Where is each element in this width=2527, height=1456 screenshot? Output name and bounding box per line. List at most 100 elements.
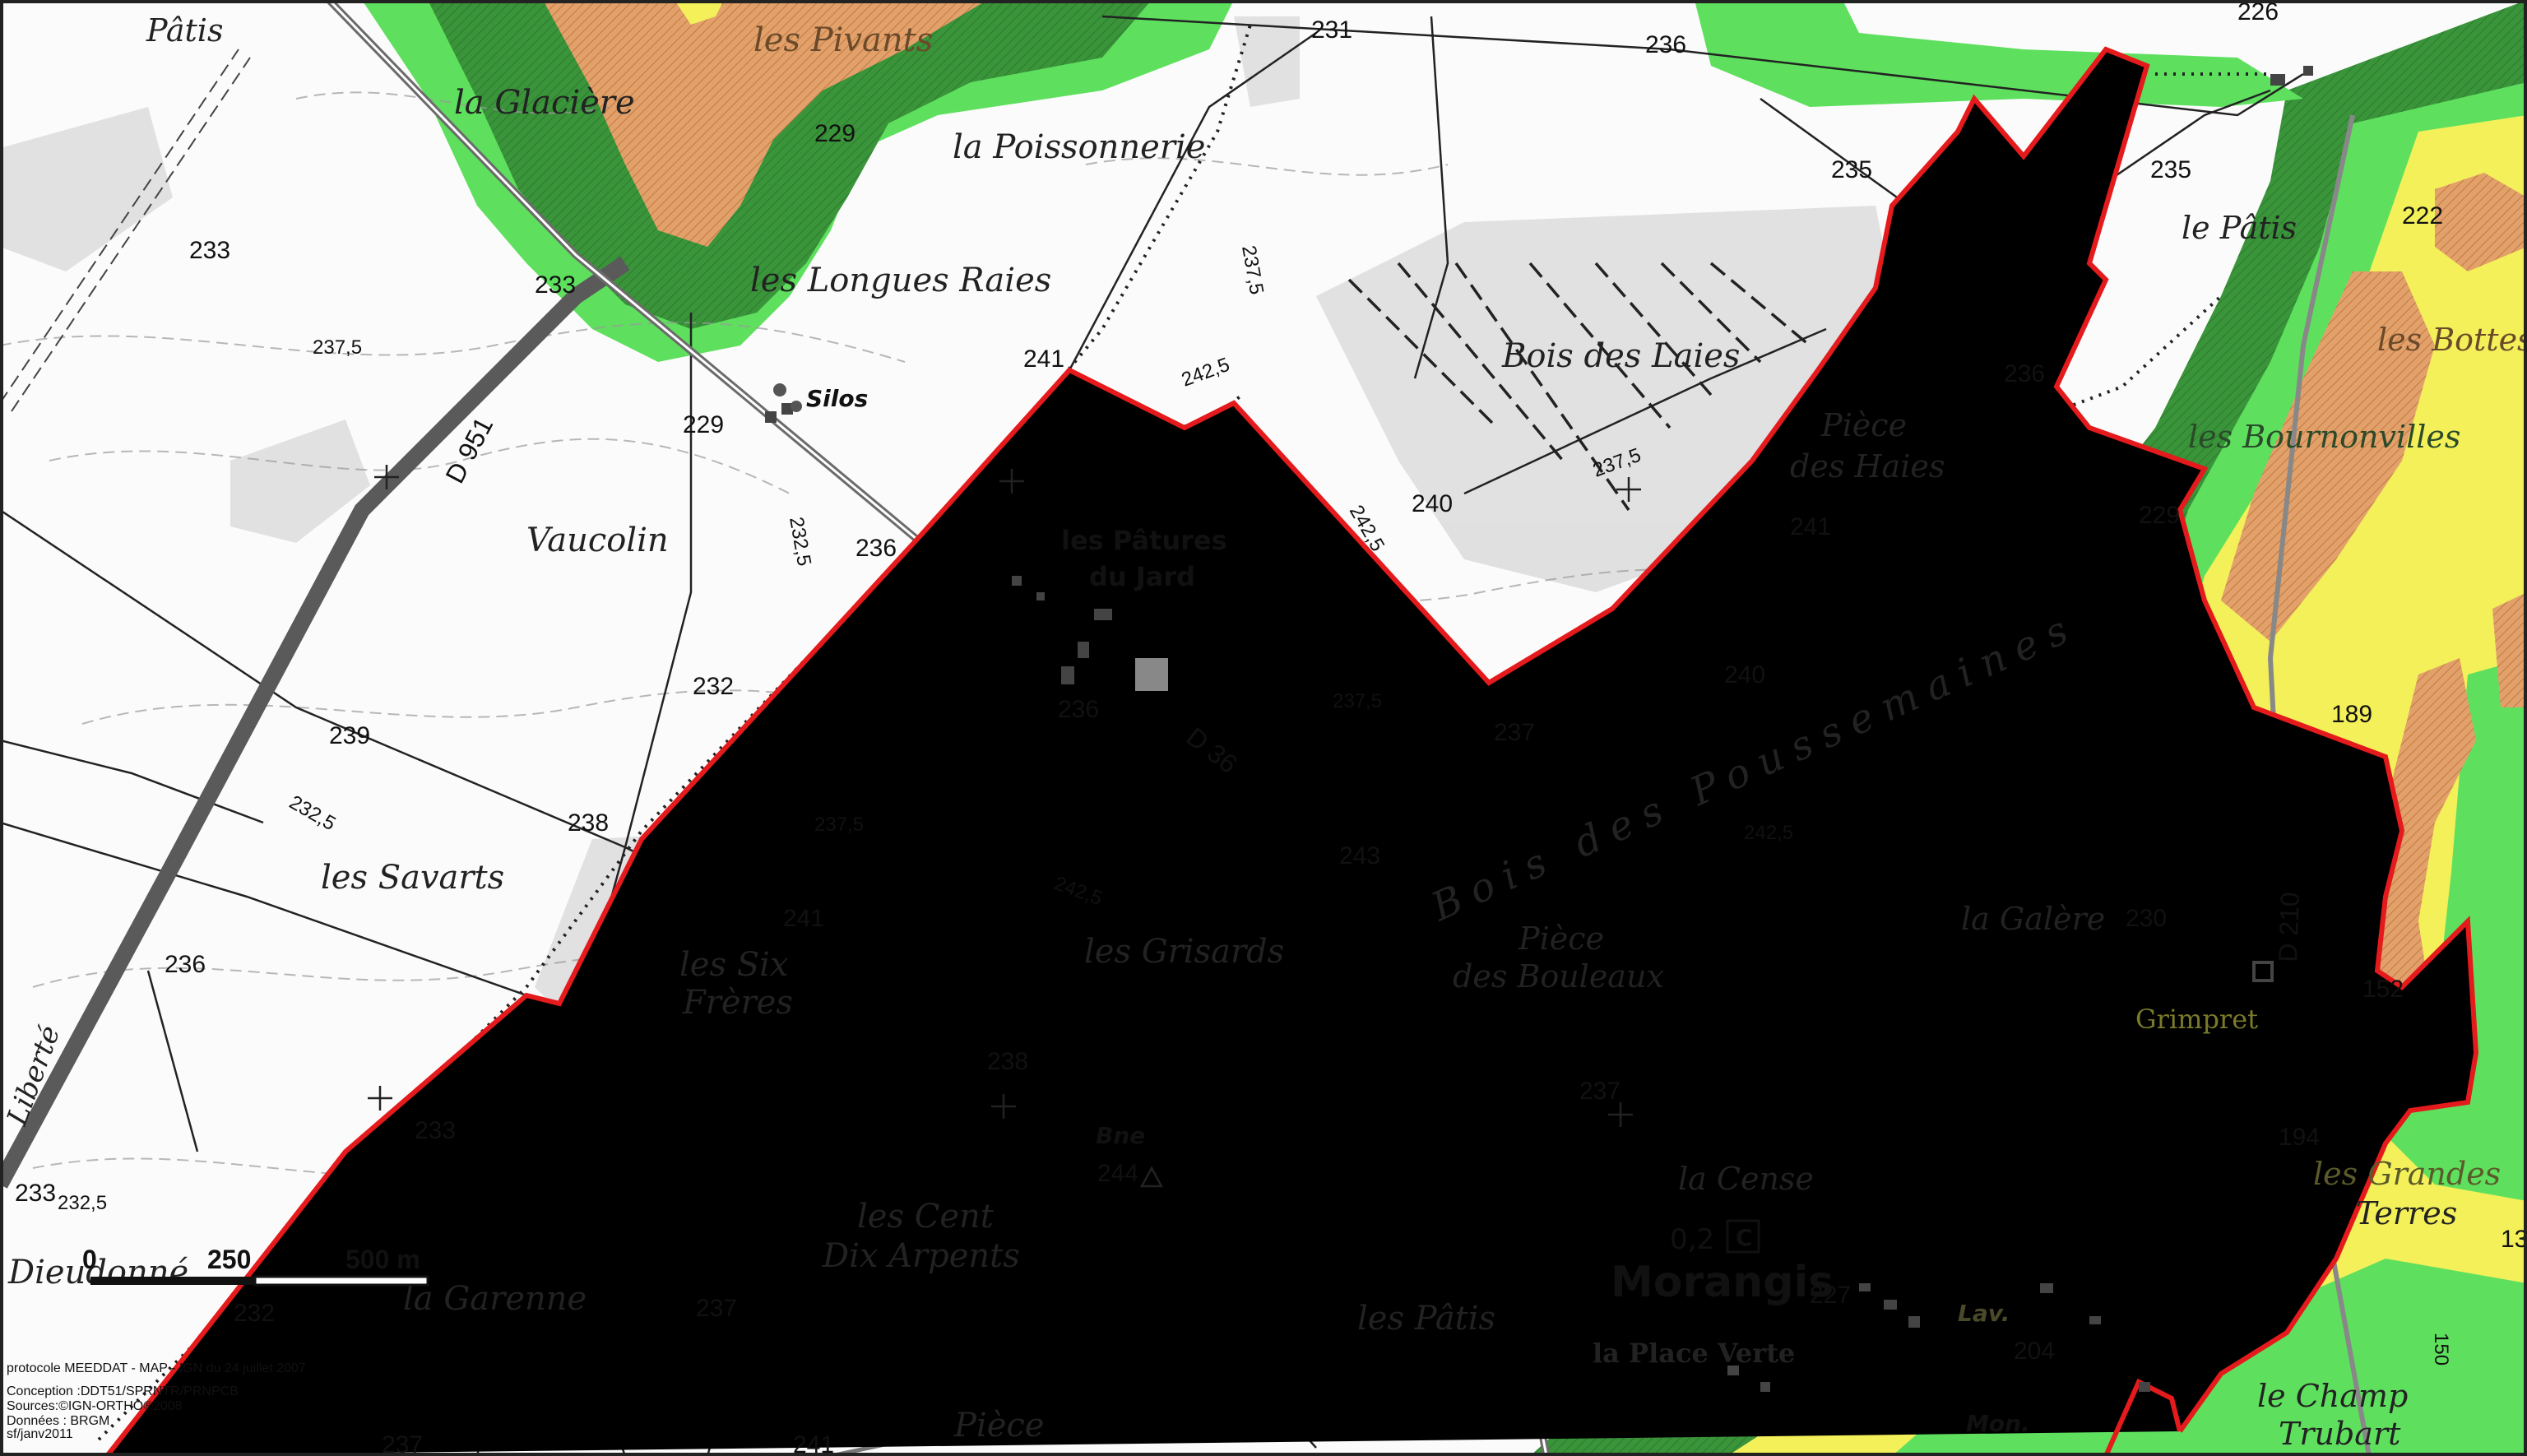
label-savarts: les Savarts (321, 859, 504, 897)
label-bne: Bne (1096, 1122, 1145, 1149)
label-cent: les Cent (857, 1198, 995, 1236)
alt-label: 230 (2126, 905, 2167, 932)
label-des-bouleaux: des Bouleaux (1453, 958, 1664, 995)
label-poissonnerie: la Poissonnerie (953, 128, 1205, 166)
credit-line: protocole MEEDDAT - MAP - IGN du 24 juil… (7, 1361, 306, 1375)
label-dieudonne: Dieudonné (7, 1254, 188, 1291)
credits: protocole MEEDDAT - MAP - IGN du 24 juil… (7, 1361, 306, 1441)
alt-label: 239 (329, 722, 370, 749)
study-boundary (107, 49, 2476, 1456)
label-d210: D 210 (2273, 892, 2305, 963)
alt-label: 227 (1810, 1282, 1851, 1309)
label-silos: Silos (806, 385, 868, 412)
label-le-patis-right: le Pâtis (2182, 210, 2297, 246)
scale-end: 500 m (345, 1245, 420, 1274)
alt-label: 241 (1023, 345, 1064, 373)
grid-crosses (368, 465, 1641, 1127)
alt-label: 233 (189, 237, 230, 264)
alt-label: 233 (535, 271, 576, 299)
contour-label: 150 (2430, 1333, 2452, 1366)
credit-line: Conception :DDT51/SPRNTR/PRNPCB (7, 1384, 239, 1398)
label-glaciere: la Glacière (454, 84, 635, 122)
label-piece-bottom: Pièce (953, 1407, 1044, 1444)
label-longues-raies: les Longues Raies (750, 262, 1051, 299)
label-garenne: la Garenne (403, 1280, 587, 1318)
label-grisards: les Grisards (1084, 933, 1284, 971)
scale-bar: 0 250 500 m (82, 1245, 429, 1287)
alt-label: 237 (382, 1431, 423, 1456)
alt-label: 233 (15, 1180, 56, 1207)
alt-label: 229 (2139, 502, 2180, 529)
alt-label: 240 (1724, 661, 1765, 689)
alt-label: 13 (2501, 1226, 2527, 1253)
alt-label: 236 (855, 535, 897, 562)
label-bottes: les Bottes (2377, 322, 2527, 358)
alt-label: 240 (1412, 490, 1453, 517)
label-six: les Six (679, 946, 788, 984)
label-bois-des-laies: Bois des Laies (1501, 337, 1740, 375)
alt-label: 236 (1058, 696, 1099, 723)
alt-label: 231 (1311, 16, 1352, 44)
alt-label: 222 (2402, 202, 2443, 230)
contour-label: 242,5 (1744, 822, 1793, 844)
credit-line: Données : BRGM (7, 1414, 109, 1428)
alt-label: 241 (1790, 513, 1831, 540)
alt-label: 229 (814, 120, 855, 147)
label-patures-1: les Pâtures (1061, 525, 1227, 556)
buildings (765, 66, 2313, 1392)
credit-line: sf/janv2011 (7, 1427, 73, 1441)
label-lav: Lav. (1958, 1300, 2010, 1327)
label-morangis: Morangis (1611, 1258, 1834, 1307)
label-mon: Mon. (1966, 1410, 2030, 1437)
scale-mid: 250 (207, 1245, 251, 1274)
label-grimpret: Grimpret (2135, 1004, 2258, 1035)
label-freres: Frères (682, 984, 793, 1022)
contour-label: 232,5 (58, 1192, 107, 1214)
town-code-box (1726, 1219, 1760, 1254)
alt-label: 238 (987, 1048, 1028, 1075)
label-piece-bouleaux: Pièce (1518, 920, 1604, 957)
label-des-haies: des Haies (1790, 448, 1945, 485)
alt-label: 152 (2362, 976, 2404, 1003)
alt-label: 241 (793, 1431, 834, 1456)
label-town-value: 0,2 (1670, 1223, 1714, 1256)
bold-labels: les Pâtures du Jard Silos Bne Morangis 0… (806, 385, 2030, 1437)
alt-label: 204 (2014, 1338, 2055, 1365)
label-cense: la Cense (1678, 1161, 1814, 1197)
alt-label: 194 (2279, 1124, 2320, 1151)
credit-line: Sources:©IGN-ORTHO®2008 (7, 1399, 183, 1413)
alt-label: 233 (415, 1117, 456, 1144)
alt-label: 241 (783, 905, 824, 932)
place-labels: Pâtis les Pivants la Glacière la Poisson… (1, 12, 2527, 1452)
label-galere: la Galère (1961, 901, 2105, 937)
label-pivants: les Pivants (753, 21, 933, 59)
alt-label: 232 (234, 1300, 275, 1327)
alt-label: 189 (2331, 701, 2372, 728)
risk-zone-top-left (362, 0, 1234, 362)
alt-label: 236 (1645, 31, 1686, 58)
alt-label: 229 (683, 411, 724, 438)
contour-label: 237,5 (1333, 690, 1382, 712)
alt-label: 235 (1831, 156, 1872, 183)
altitude-labels: 231 236 229 233 233 229 241 236 235 235 … (15, 0, 2527, 1456)
contour-label: 237,5 (313, 336, 362, 359)
alt-label: 235 (2150, 156, 2191, 183)
alt-label: 243 (1339, 842, 1380, 869)
label-patures-2: du Jard (1089, 561, 1195, 592)
label-champ: le Champ (2257, 1378, 2408, 1414)
alt-label: 237 (1579, 1078, 1621, 1105)
label-place-verte: la Place Verte (1593, 1338, 1795, 1369)
scale-zero: 0 (82, 1245, 97, 1274)
label-dix-arpents: Dix Arpents (822, 1237, 1020, 1275)
label-piece-haies: Pièce (1820, 407, 1907, 443)
alt-label: 236 (165, 951, 206, 978)
label-grandes: les Grandes (2313, 1156, 2501, 1192)
silos-icon (773, 383, 802, 412)
contour-label: 237,5 (814, 814, 864, 836)
benchmark-triangle-icon (1139, 1166, 1164, 1188)
label-terres: Terres (2356, 1195, 2457, 1231)
road-d951 (0, 256, 630, 1189)
alt-label: 226 (2237, 0, 2279, 26)
